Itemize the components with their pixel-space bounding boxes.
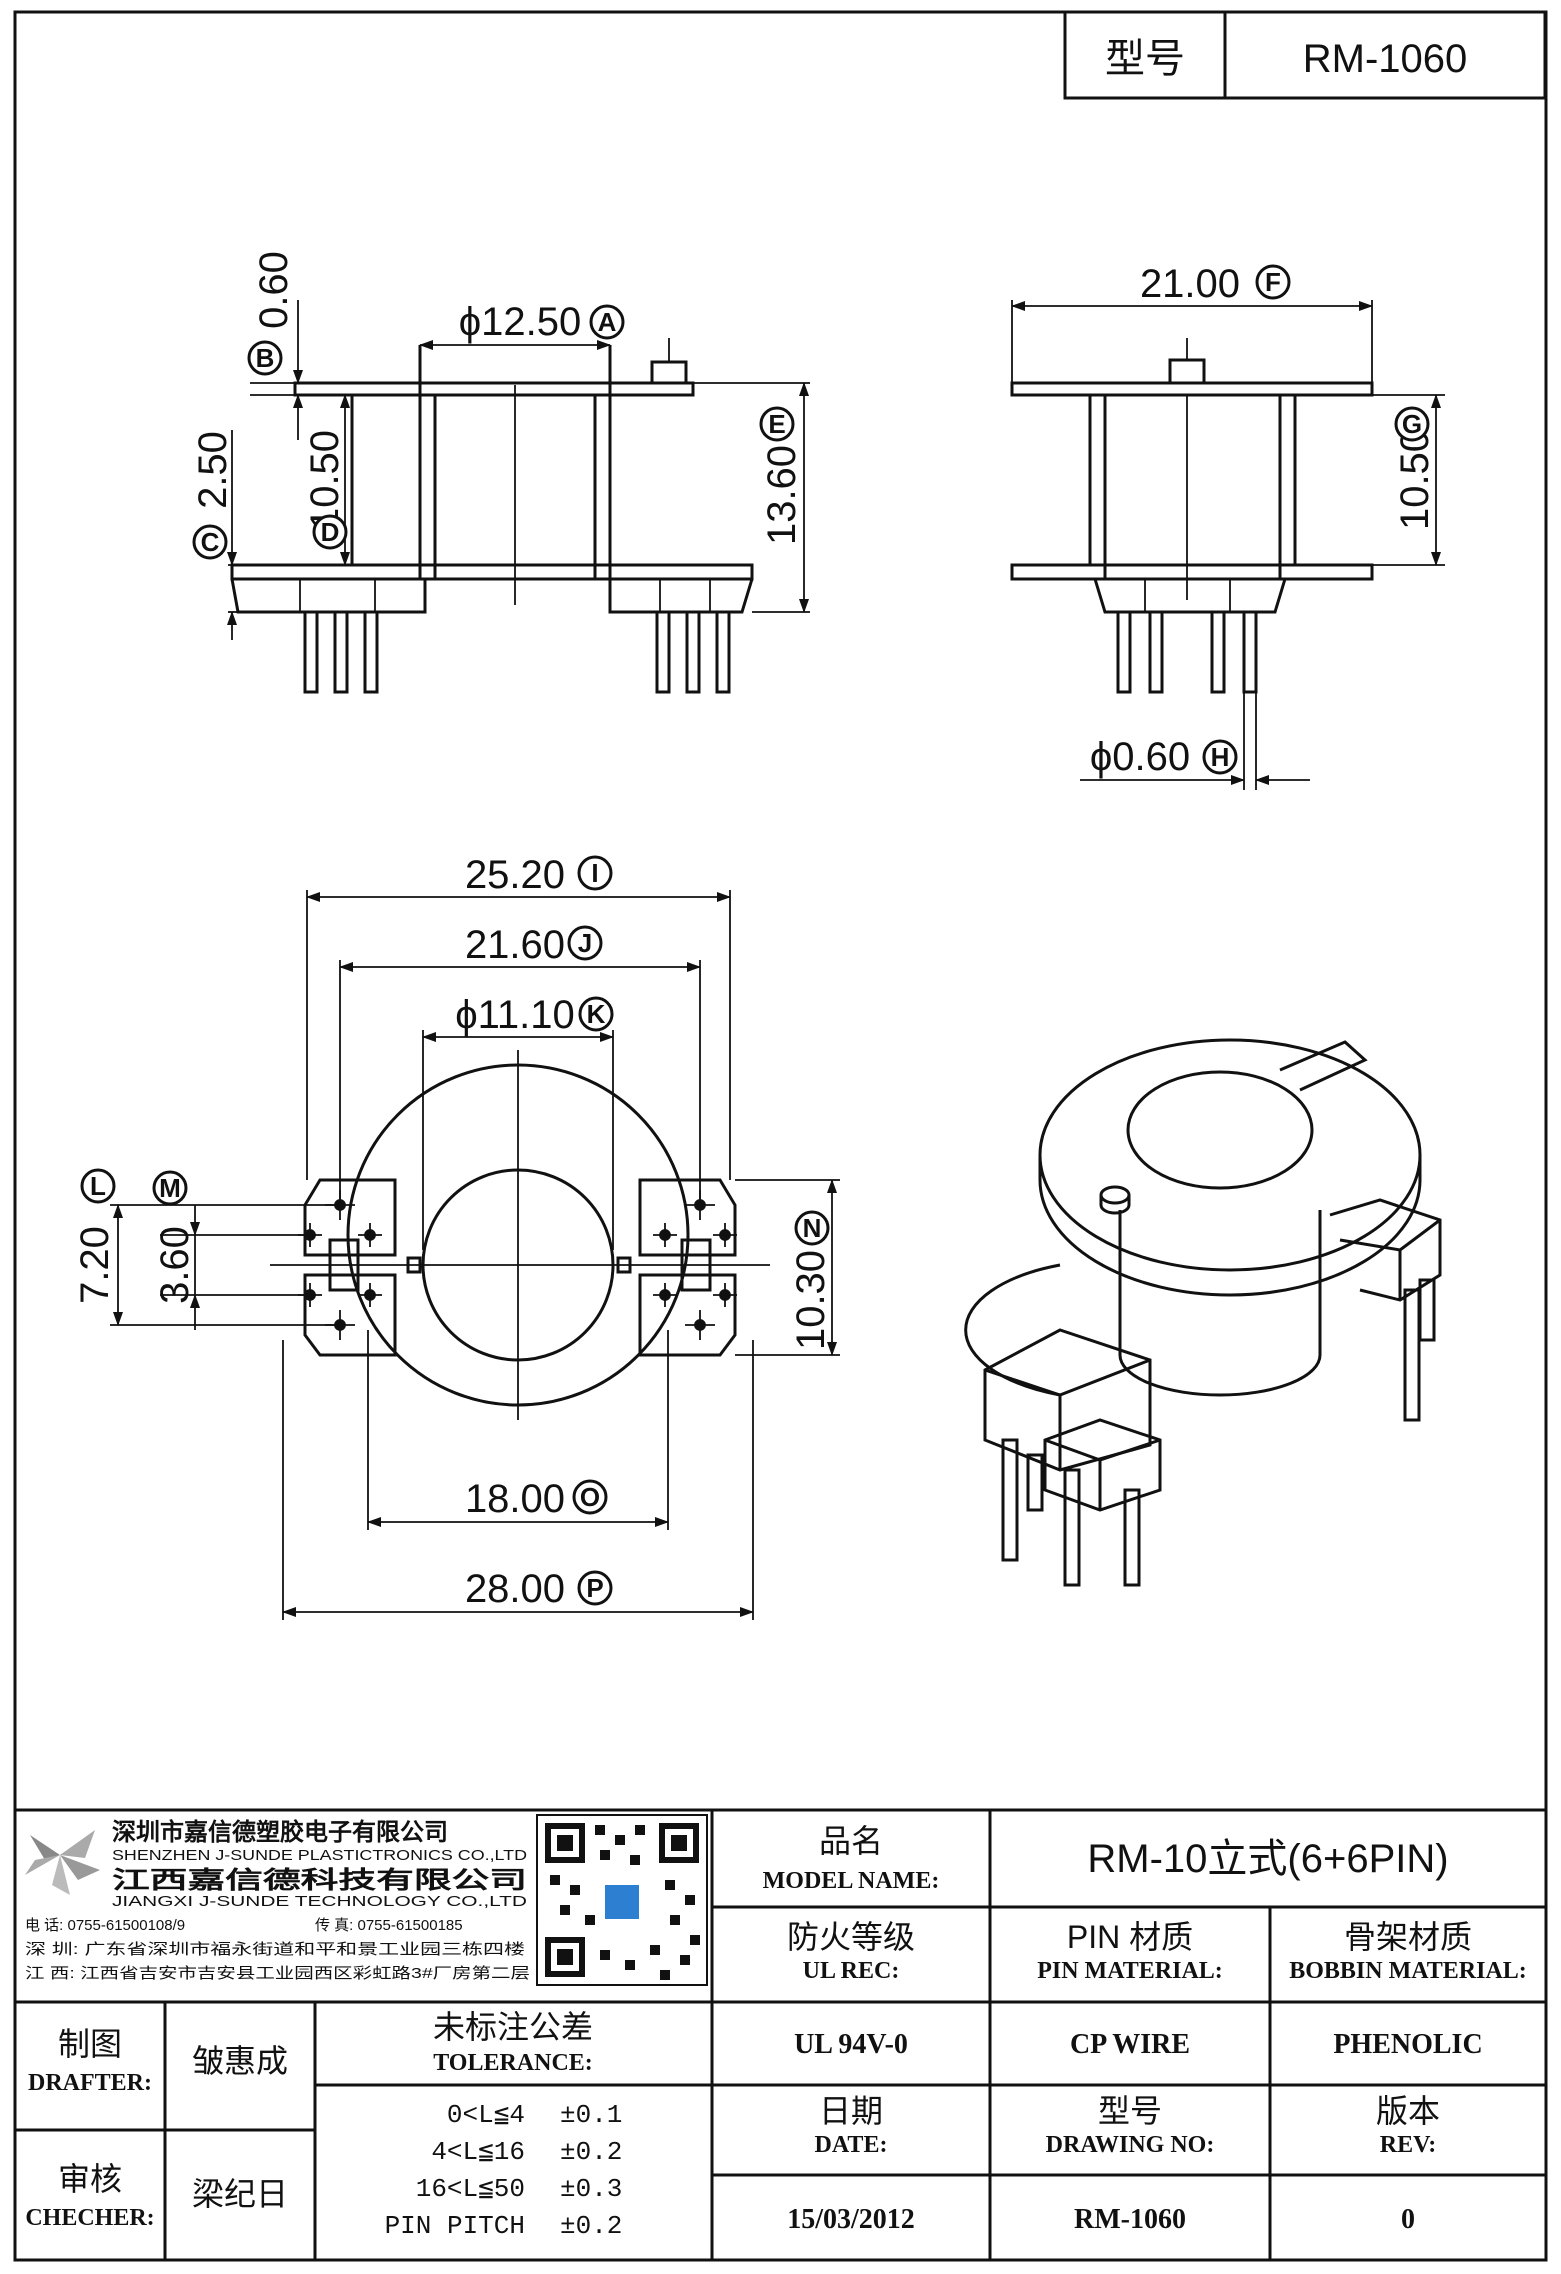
company-name-cn-2: 江西嘉信德科技有限公司 [112,1866,527,1894]
rev-label-cn: 版本 [1376,2093,1440,2129]
rev-value: 0 [1401,2204,1415,2235]
dim-d-value: 10.50 [303,430,347,530]
ul-label-en: UL REC: [803,1958,900,1984]
rev-label-en: REV: [1380,2132,1436,2158]
front-view: ϕ12.50 A 0.60 B 10.50 D 2.50 C 13.60 E [191,251,810,694]
dim-a-value: ϕ12.50 [459,300,582,344]
dim-p-value: 28.00 [465,1567,565,1611]
dim-n-letter: N [803,1213,822,1243]
tolerance-range: PIN PITCH [385,2211,525,2241]
header-model-value: RM-1060 [1303,37,1468,81]
bottom-view: 25.20 I 21.60 J ϕ11.10 K 7.20 L 3.60 M [73,853,840,1620]
company-address-sz: 深 圳: 广东省深圳市福永街道和平和景工业园三栋四楼 [25,1940,525,1958]
tolerance-range: 4<L≦16 [431,2137,525,2167]
dim-p-letter: P [586,1573,603,1603]
dim-d-letter: D [321,517,340,547]
drawing-label-cn: 型号 [1098,2093,1162,2129]
drafter-value: 皱惠成 [192,2043,288,2079]
company-phone: 电 话: 0755-61500108/9 [25,1917,185,1934]
bobbin-value: PHENOLIC [1333,2029,1482,2060]
pin-label-en: PIN MATERIAL: [1037,1958,1223,1984]
header-model-label: 型号 [1105,37,1185,81]
dim-f-value: 21.00 [1140,262,1240,306]
checker-label-en: CHECHER: [25,2205,154,2231]
sheet-border [13,10,1548,2262]
company-fax: 传 真: 0755-61500185 [315,1916,463,1934]
dim-l-value: 7.20 [73,1226,117,1304]
isometric-view [964,1038,1442,1587]
dim-o-value: 18.00 [465,1477,565,1521]
company-name-cn-1: 深圳市嘉信德塑胶电子有限公司 [112,1818,448,1846]
dim-m-letter: M [159,1173,181,1203]
product-name-value: RM-10立式(6+6PIN) [1087,1837,1448,1881]
bobbin-label-en: BOBBIN MATERIAL: [1289,1958,1527,1984]
tolerance-value: ±0.3 [560,2174,622,2204]
tolerance-value: ±0.2 [560,2137,622,2167]
pin-label-cn: PIN 材质 [1067,1919,1193,1955]
side-view: 21.00 F 10.50 G ϕ0.60 H [1010,262,1445,790]
dim-i-letter: I [591,858,598,888]
product-name-label-cn: 品名 [819,1823,883,1859]
dim-g-value: 10.50 [1393,430,1437,530]
date-label-cn: 日期 [819,2093,883,2129]
header-model-box: 型号 RM-1060 [1063,10,1547,100]
date-label-en: DATE: [815,2132,888,2158]
dim-c-value: 2.50 [191,431,235,509]
dim-c-letter: C [201,527,220,557]
tolerance-label-cn: 未标注公差 [433,2009,593,2045]
checker-value: 梁纪日 [192,2176,288,2212]
drawing-label-en: DRAWING NO: [1046,2132,1215,2158]
tolerance-value: ±0.1 [560,2100,622,2130]
pin-value: CP WIRE [1070,2029,1190,2060]
drafter-label-cn: 制图 [58,2026,122,2062]
dim-j-letter: J [578,928,592,958]
dim-e-letter: E [768,409,785,439]
dim-m-value: 3.60 [153,1226,197,1304]
product-name-label-en: MODEL NAME: [763,1868,940,1894]
dim-b-letter: B [256,343,275,373]
date-value: 15/03/2012 [787,2204,915,2235]
drawing-value: RM-1060 [1074,2204,1186,2235]
company-address-jx: 江 西: 江西省吉安市吉安县工业园西区彩虹路3#厂房第二层 [25,1964,530,1982]
dim-f-letter: F [1265,267,1281,297]
company-logo [25,1830,100,1895]
checker-label-cn: 审核 [58,2161,122,2197]
tolerance-range: 0<L≦4 [447,2100,525,2130]
dim-i-value: 25.20 [465,853,565,897]
dim-h-value: ϕ0.60 [1090,735,1190,779]
dim-o-letter: O [580,1482,600,1512]
drafter-label-en: DRAFTER: [28,2070,152,2096]
company-name-en-1: SHENZHEN J-SUNDE PLASTICTRONICS CO.,LTD [112,1847,527,1864]
dim-e-value: 13.60 [760,445,804,545]
dim-j-value: 21.60 [465,923,565,967]
tolerance-value: ±0.2 [560,2211,622,2241]
tolerance-range: 16<L≦50 [416,2174,525,2204]
dim-h-letter: H [1211,742,1230,772]
tolerance-label-en: TOLERANCE: [433,2050,593,2076]
dim-a-letter: A [598,307,617,337]
dim-b-value: 0.60 [252,251,296,329]
ul-value: UL 94V-0 [794,2029,908,2060]
dim-n-value: 10.30 [789,1250,833,1350]
bobbin-label-cn: 骨架材质 [1344,1919,1472,1955]
dim-k-value: ϕ11.10 [455,993,575,1037]
qr-code [536,1814,708,1986]
company-name-en-2: JIANGXI J-SUNDE TECHNOLOGY CO.,LTD [112,1893,527,1910]
dim-k-letter: K [587,999,606,1029]
dim-g-letter: G [1402,409,1422,439]
dim-l-letter: L [90,1171,106,1201]
title-block: 深圳市嘉信德塑胶电子有限公司 SHENZHEN J-SUNDE PLASTICT… [15,1808,1546,2260]
ul-label-cn: 防火等级 [787,1919,915,1955]
